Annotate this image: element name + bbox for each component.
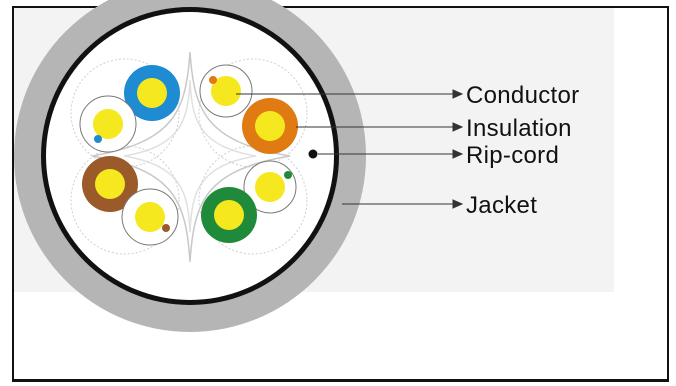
pair-brown xyxy=(82,156,179,246)
conductor-orange-solid xyxy=(255,111,285,141)
pair-orange xyxy=(199,64,298,154)
leader-lines xyxy=(236,89,464,209)
stripe-orange-marker xyxy=(209,76,217,84)
conductor-orange-stripe xyxy=(211,76,241,106)
conductor-brown-stripe xyxy=(135,202,165,232)
conductor-blue-stripe xyxy=(93,109,123,139)
pair-blue xyxy=(79,65,180,153)
arrowhead-rip-cord xyxy=(452,149,464,159)
conductor-blue-solid xyxy=(137,78,167,108)
label-jacket: Jacket xyxy=(466,192,537,219)
label-insulation: Insulation xyxy=(466,115,572,142)
stripe-brown-marker xyxy=(162,224,170,232)
stripe-blue-marker xyxy=(94,135,102,143)
conductor-green-solid xyxy=(214,200,244,230)
label-conductor: Conductor xyxy=(466,82,579,109)
conductor-green-stripe xyxy=(255,172,285,202)
arrowhead-conductor xyxy=(452,89,464,99)
stripe-green-marker xyxy=(284,171,292,179)
rip-cord xyxy=(308,149,318,159)
conductor-brown-solid xyxy=(95,169,125,199)
pair-green xyxy=(201,160,297,243)
cross-separator xyxy=(91,51,291,263)
arrowhead-insulation xyxy=(452,122,464,132)
label-rip-cord: Rip-cord xyxy=(466,142,559,169)
arrowhead-jacket xyxy=(452,199,464,209)
